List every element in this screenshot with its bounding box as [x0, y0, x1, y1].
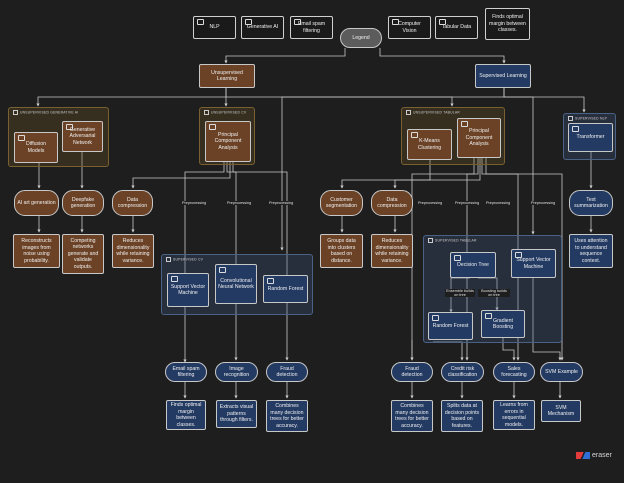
data-compression-tabular-node: Data compression	[371, 190, 413, 216]
fraud-cv-description: Combines many decision trees for better …	[266, 400, 308, 432]
random-forest-tabular-node: Random Forest	[428, 312, 473, 340]
legend-title: Legend	[340, 28, 382, 48]
customer-segmentation-node: Customer segmentation	[320, 190, 363, 216]
diffusion-models-node: Diffusion Models	[14, 132, 58, 163]
deepfake-generation-node: Deepfake generation	[62, 190, 104, 216]
legend-nlp: NLP	[193, 16, 236, 39]
gradient-boosting-node: Gradient Boosting	[481, 310, 525, 338]
eraser-logo-icon	[576, 452, 590, 459]
credit-description: Splits data at decision points based on …	[441, 400, 483, 432]
email-description: Finds optimal margin between classes.	[166, 400, 206, 430]
text-summarization-node: Text summarization	[569, 190, 613, 216]
credit-risk-node: Credit risk classification	[441, 362, 484, 382]
legend-email-spam-filtering: Email spam filtering	[290, 16, 333, 39]
svm-cv-node: Support Vector Machine	[167, 273, 209, 307]
edge-label-boosting: Boosting builds on tree	[478, 289, 510, 298]
compression-tabular-description: Reduces dimensionality while retaining v…	[371, 234, 413, 268]
image-recognition-node: Image recognition	[215, 362, 258, 382]
legend-svm-description: Finds optimal margin between classes.	[485, 8, 530, 40]
decision-tree-node: Decision Tree	[450, 252, 496, 278]
cnn-node: Convolutional Neural Network	[215, 264, 257, 304]
edge-label-preprocessing: Preprocessing	[181, 201, 208, 206]
unsupervised-learning-node: Unsupervised Learning	[199, 64, 255, 88]
svm-tabular-node: Support Vector Machine	[511, 249, 556, 278]
edge-label-preprocessing: Preprocessing	[417, 201, 444, 206]
fraud-detection-tabular-node: Fraud detection	[391, 362, 433, 382]
sales-description: Learns from errors in sequential models.	[493, 400, 535, 430]
ai-art-generation-node: AI art generation	[14, 190, 59, 216]
gan-node: Generative Adversarial Network	[62, 121, 103, 152]
pca-cv-node: Principal Component Analysis	[205, 121, 251, 162]
edge-label-preprocessing: Preprocessing	[268, 201, 295, 206]
edge-label-preprocessing: Preprocessing	[485, 201, 512, 206]
image-description: Extracts visual patterns through filters…	[216, 400, 257, 428]
kmeans-node: K-Means Clustering	[407, 129, 452, 160]
compression-cv-description: Reduces dimensionality while retaining v…	[112, 234, 154, 268]
edge-label-preprocessing: Preprocessing	[454, 201, 481, 206]
data-compression-cv-node: Data compression	[112, 190, 153, 216]
transformer-node: Transformer	[568, 123, 613, 152]
fraud-tabular-description: Combines many decision trees for better …	[391, 400, 433, 432]
legend-computer-vision: Computer Vision	[388, 16, 431, 39]
legend-tabular-data: Tabular Data	[435, 16, 478, 39]
fraud-detection-cv-node: Fraud detection	[266, 362, 308, 382]
pca-tabular-node: Principal Component Analysis	[457, 118, 501, 158]
legend-generative-ai: Generative AI	[241, 16, 284, 39]
sales-forecasting-node: Sales forecasting	[493, 362, 535, 382]
eraser-logo: eraser	[576, 452, 612, 459]
supervised-learning-node: Supervised Learning	[475, 64, 531, 88]
svm-mechanism-description: SVM Mechanism	[541, 400, 581, 422]
transformer-description: Uses attention to understand sequence co…	[569, 234, 613, 268]
email-spam-filtering-node: Email spam filtering	[165, 362, 207, 382]
svm-example-node: SVM Example	[540, 362, 583, 382]
edge-label-preprocessing: Preprocessing	[530, 201, 557, 206]
random-forest-cv-node: Random Forest	[263, 275, 308, 303]
gan-description: Competing networks generate and validate…	[62, 234, 104, 274]
edge-label-preprocessing: Preprocessing	[226, 201, 253, 206]
segmentation-description: Groups data into clusters based on dista…	[320, 234, 363, 268]
diffusion-description: Reconstructs images from noise using pro…	[13, 234, 60, 268]
edge-label-ensemble: Ensemble builds on tree	[445, 289, 475, 298]
